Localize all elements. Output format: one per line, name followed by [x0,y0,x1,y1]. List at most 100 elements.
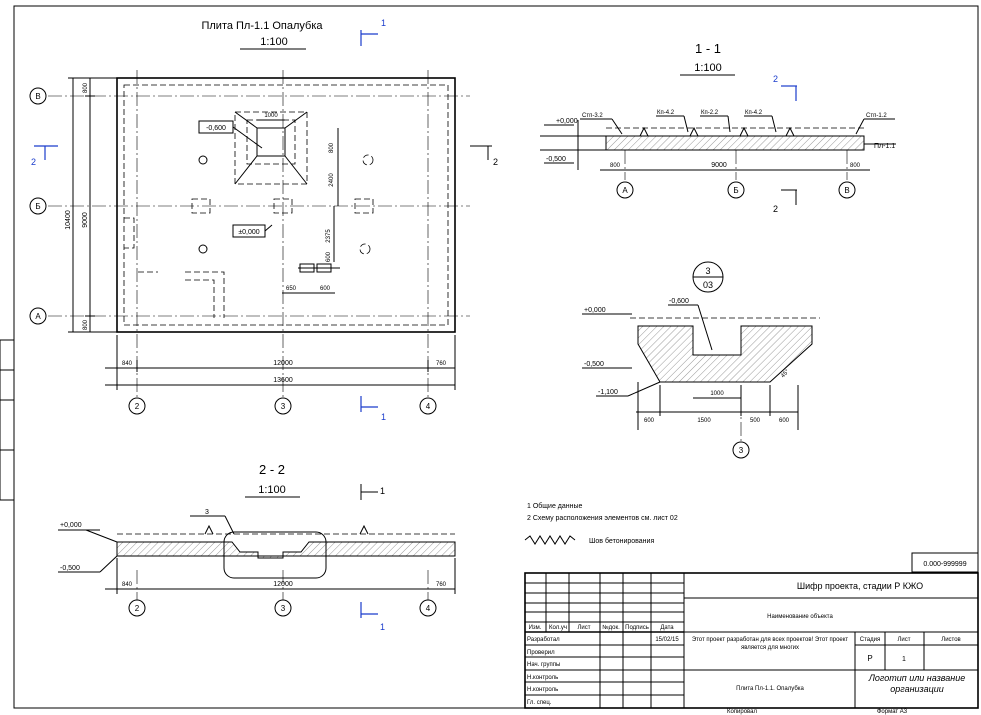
plan-scale: 1:100 [260,36,288,48]
svg-text:+0,000: +0,000 [584,307,606,314]
svg-text:3: 3 [281,604,286,613]
joint-legend-symbol [524,535,576,545]
svg-text:600: 600 [644,418,655,424]
svg-text:Стп-1.2: Стп-1.2 [866,113,887,119]
axis-bubble-col-4: 4 [419,397,437,415]
svg-text:4: 4 [426,604,431,613]
svg-text:Н.контроль: Н.контроль [527,675,558,681]
svg-text:12000: 12000 [273,360,293,367]
svg-text:600: 600 [320,286,331,292]
object-name: Наименование объекта [767,614,833,620]
svg-text:13600: 13600 [273,377,293,384]
section-2-title: 2 - 2 [259,462,285,477]
section-mark-1-bottom: 1 [360,396,386,422]
svg-text:3: 3 [205,509,209,516]
section-mark-2-top: 2 [773,74,797,101]
axis-bubble-row-v: В [29,87,47,105]
svg-text:Листов: Листов [941,637,961,643]
svg-text:В: В [35,92,40,101]
svg-text:Пл-1.1: Пл-1.1 [874,143,895,150]
svg-text:Гл. спец.: Гл. спец. [527,700,552,706]
svg-text:Изм.: Изм. [529,625,542,631]
slab-outline [116,77,456,333]
svg-text:Р: Р [867,654,872,663]
svg-text:2: 2 [493,157,498,167]
svg-text:800: 800 [83,82,89,93]
drawing-code: 0.000-999999 [923,561,966,568]
svg-text:4: 4 [426,402,431,411]
section-2-scale: 1:100 [258,484,286,496]
svg-text:800: 800 [850,163,861,169]
svg-text:Стадия: Стадия [860,637,880,643]
company-name: Логотип или название организации [868,673,966,694]
svg-text:500: 500 [750,418,761,424]
svg-text:760: 760 [436,361,447,367]
section-mark-2-right: 2 [470,145,498,167]
section-mark-2-left: 2 [31,145,58,167]
section-mark-2-bottom: 2 [773,189,797,214]
section-1-title: 1 - 1 [695,41,721,56]
svg-text:Кп-4.2: Кп-4.2 [657,110,675,116]
detail-3-callout-frame [223,531,327,579]
svg-text:В: В [844,186,849,195]
svg-text:1: 1 [380,622,385,632]
section-1-scale: 1:100 [694,62,722,74]
detail-pit-section [637,325,813,383]
svg-text:1000: 1000 [264,113,278,119]
pit-outline [234,111,308,185]
svg-text:Б: Б [35,202,40,211]
slab-elevation: ±0,000 [238,229,259,236]
svg-text:3: 3 [739,446,744,455]
project-description: Этот проект разработан для всех проектов… [691,637,849,651]
svg-text:2400: 2400 [329,173,335,187]
svg-text:800: 800 [83,319,89,330]
svg-text:Кп-2.2: Кп-2.2 [701,110,719,116]
section-1-slab [605,135,865,151]
svg-text:1: 1 [381,412,386,422]
svg-text:Б: Б [733,186,738,195]
sheet-frame [13,5,979,709]
left-stamp-strip [0,339,15,501]
svg-text:650: 650 [286,286,297,292]
svg-text:Лист: Лист [577,625,590,631]
plan-title: Плита Пл-1.1 Опалубка [201,20,323,32]
section-mark-1-sec2-bottom: 1 [360,602,385,632]
note-1: 1 Общие данные [527,502,583,510]
plan-view: Плита Пл-1.1 Опалубка 1:100 В Б А 2 [29,18,498,422]
svg-text:+0,000: +0,000 [556,118,578,125]
axis-bubble-b-sec1: Б [727,181,745,199]
footer-copied: Копировал [727,709,758,715]
svg-text:-0,500: -0,500 [60,565,80,572]
svg-text:Лист: Лист [897,637,910,643]
svg-text:Кол.уч: Кол.уч [549,625,567,631]
notes: 1 Общие данные 2 Схему расположения элем… [524,502,678,545]
title-block: 0.000-999999 Изм. Кол.уч Лист №док. Подп… [524,552,979,709]
section-2-slab [116,541,456,559]
svg-text:№док.: №док. [602,624,620,631]
svg-text:12000: 12000 [273,581,293,588]
legend-text: Шов бетонирования [589,537,654,545]
svg-text:1: 1 [380,486,385,496]
svg-text:840: 840 [122,361,133,367]
svg-text:Кп-4.2: Кп-4.2 [745,110,763,116]
svg-text:600: 600 [326,251,332,262]
pit-bottom [256,127,286,157]
svg-text:2: 2 [773,74,778,84]
svg-text:3: 3 [281,402,286,411]
section-2-2: 2 - 2 1:100 +0,000 -0,500 3 840 12000 76… [58,462,456,632]
svg-text:9000: 9000 [711,162,727,169]
svg-text:Разработал: Разработал [527,637,560,643]
axis-bubble-v-sec1: В [838,181,856,199]
svg-text:3: 3 [705,266,710,276]
svg-text:15/02/15: 15/02/15 [655,637,679,643]
axis-bubble-4-sec2: 4 [419,599,437,617]
svg-text:840: 840 [122,582,133,588]
svg-text:600: 600 [779,418,790,424]
svg-text:45°: 45° [780,368,791,379]
detail-3: 3 03 +0,000 -0,600 -0,500 -1,100 45° 100… [582,261,820,459]
svg-text:Подпись: Подпись [625,625,649,631]
svg-text:2: 2 [135,604,140,613]
axis-bubble-2-sec2: 2 [128,599,146,617]
svg-text:2: 2 [135,402,140,411]
